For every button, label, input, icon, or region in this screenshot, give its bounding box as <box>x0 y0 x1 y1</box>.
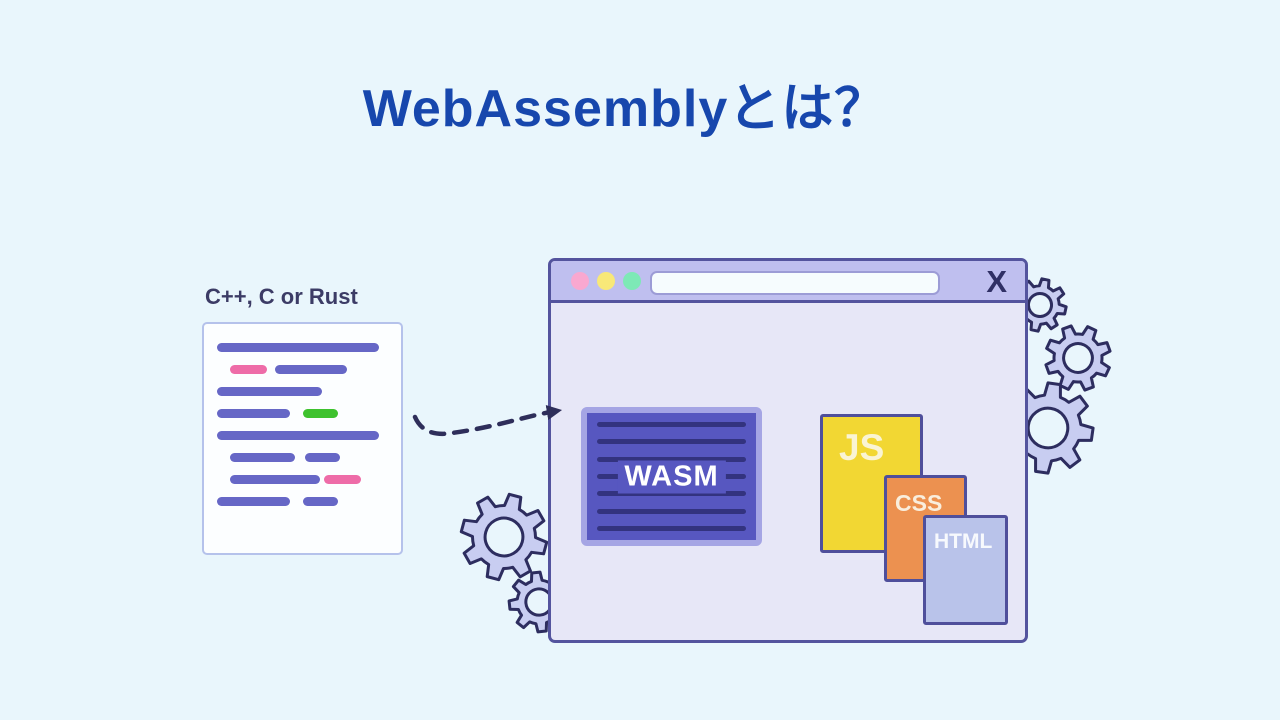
gear-icon <box>1033 313 1123 403</box>
traffic-light-yellow-icon <box>597 271 615 290</box>
code-bar-purple <box>230 475 320 484</box>
code-bar-purple <box>303 497 338 506</box>
js-label: JS <box>839 427 885 468</box>
code-lines <box>217 343 401 506</box>
code-line <box>217 453 401 462</box>
traffic-light-pink-icon <box>571 271 589 290</box>
traffic-light-green-icon <box>623 271 641 290</box>
wasm-code-line <box>597 439 746 445</box>
code-bar-purple <box>217 343 379 352</box>
code-bar-purple <box>217 497 290 506</box>
code-bar-purple <box>275 365 347 374</box>
code-bar-purple <box>217 409 290 418</box>
close-button: X <box>986 264 1007 299</box>
code-bar-purple <box>230 453 295 462</box>
css-label: CSS <box>895 490 943 516</box>
gear-icon <box>450 483 558 591</box>
code-bar-pink <box>230 365 267 374</box>
source-language-label: C++, C or Rust <box>205 284 358 309</box>
code-line <box>217 431 401 440</box>
code-bar-purple <box>305 453 340 462</box>
code-line <box>217 409 401 418</box>
code-bar-green <box>303 409 338 418</box>
page-title: WebAssemblyとは？ <box>362 80 888 138</box>
code-line <box>217 343 401 352</box>
wasm-code-line <box>597 508 746 514</box>
source-code-card <box>202 322 403 555</box>
wasm-label: WASM <box>617 460 726 493</box>
wasm-code-line <box>597 422 746 427</box>
code-bar-pink <box>324 475 361 484</box>
tech-card-html: HTML <box>923 515 1008 625</box>
browser-titlebar: X <box>551 261 1025 303</box>
wasm-code-line <box>597 456 746 462</box>
html-label: HTML <box>934 530 993 553</box>
code-bar-purple <box>217 387 322 396</box>
code-bar-purple <box>217 431 379 440</box>
address-bar <box>650 271 940 295</box>
browser-content: WASM JS CSS HTML <box>551 303 1025 640</box>
code-line <box>217 475 401 484</box>
code-line <box>217 387 401 396</box>
wasm-code-line <box>597 525 746 531</box>
wasm-code-line <box>597 491 746 497</box>
code-line <box>217 497 401 506</box>
code-line <box>217 365 401 374</box>
wasm-module-box: WASM <box>581 407 762 546</box>
browser-window: X WASM JS CSS HTML <box>548 258 1028 643</box>
